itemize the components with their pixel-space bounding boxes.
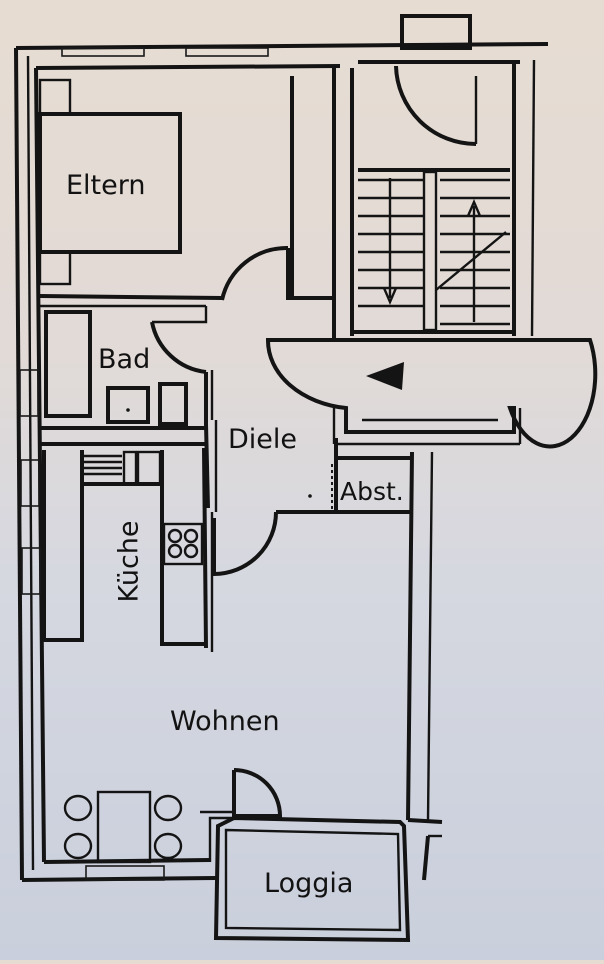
window-left-2 (20, 459, 40, 507)
bathtub (44, 310, 92, 418)
room-bad (40, 306, 214, 446)
room-label-loggia: Loggia (264, 868, 354, 899)
nightstand-bottom (38, 250, 72, 286)
arrow-left-icon (366, 362, 404, 390)
door-swing-eltern (220, 245, 289, 301)
room-diele (204, 420, 412, 577)
toilet (158, 382, 188, 426)
room-label-abst: Abst. (340, 477, 404, 506)
window-bottom (85, 865, 165, 881)
room-label-eltern: Eltern (66, 170, 146, 201)
bed (38, 112, 182, 254)
window-top-1 (61, 47, 145, 57)
window-left-1 (19, 369, 39, 417)
room-loggia (213, 815, 411, 943)
kitchen-sink (82, 450, 162, 486)
dining-table-icon (63, 790, 183, 864)
outer-walls (14, 42, 549, 882)
room-label-bad: Bad (98, 344, 151, 375)
landing (265, 338, 598, 449)
staircase-icon (352, 168, 514, 334)
window-top-2 (185, 47, 269, 57)
room-eltern (38, 68, 336, 340)
room-kueche (42, 447, 214, 652)
room-label-diele: Diele (228, 424, 298, 455)
sink (106, 386, 150, 424)
door-swing-wohnen (212, 511, 278, 577)
door-swing-loggia (232, 768, 283, 818)
nightstand-top (38, 78, 72, 116)
window-left-3 (21, 547, 41, 595)
stove-burners-icon (162, 522, 204, 566)
door-swing-stairwell (394, 65, 477, 146)
room-label-kueche: Küche (113, 520, 145, 603)
stairwell (350, 14, 536, 337)
door-swing-bad (150, 321, 207, 374)
room-label-wohnen: Wohnen (170, 706, 280, 737)
room-wohnen (63, 768, 283, 864)
